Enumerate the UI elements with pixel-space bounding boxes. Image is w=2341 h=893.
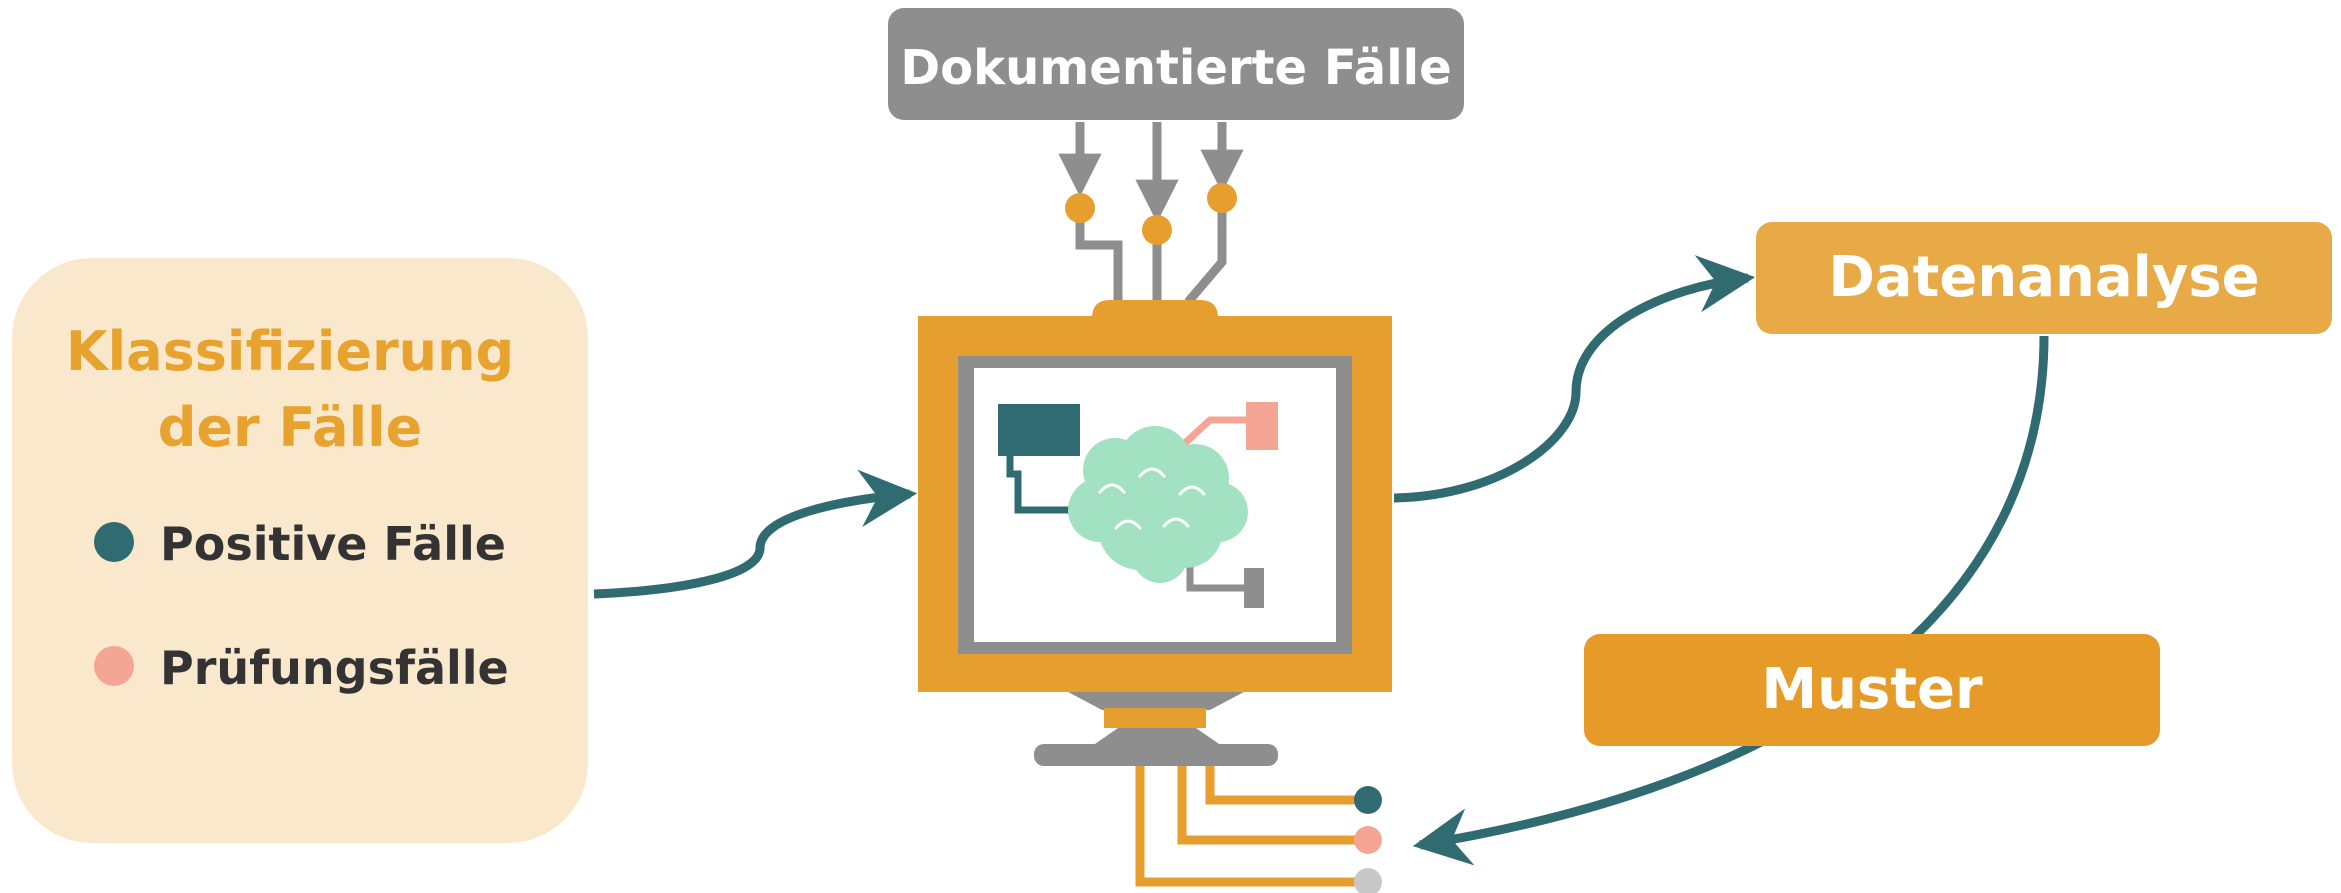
data-analysis-box: Datenanalyse [1756,222,2332,334]
data-analysis-label: Datenanalyse [1828,245,2259,310]
output-node-gray [1354,868,1382,893]
documented-cases-box: Dokumentierte Fälle [888,8,1464,120]
screen-gray-block [1244,568,1264,608]
input-wire-left [1075,208,1123,302]
input-node-right [1207,183,1237,213]
classification-title-line1: Klassifizierung [66,320,514,383]
monitor-neck [1068,692,1244,710]
output-wire-salmon [1177,766,1366,845]
monitor-stand-column [1104,708,1206,728]
legend-dot-positive [94,522,134,562]
monitor-top-connector [1092,300,1218,318]
output-node-salmon [1354,826,1382,854]
monitor-base [1034,744,1278,766]
data-analysis-box-bg [1756,222,2332,334]
classification-panel-bg [12,258,588,843]
legend-label-positive: Positive Fälle [160,517,506,571]
brain-cloud-icon [998,402,1278,608]
screen-teal-wire [1006,456,1072,514]
input-node-middle [1142,215,1172,245]
cloud-arcs [1098,467,1206,530]
screen-salmon-wire [1181,416,1246,447]
screen-teal-block [998,404,1080,456]
input-node-left [1065,193,1095,223]
output-wires [1135,766,1366,887]
legend-label-review: Prüfungsfälle [160,641,509,695]
pattern-label: Muster [1761,657,1983,722]
input-wire-right [1184,198,1227,305]
screen-salmon-block [1246,402,1278,450]
output-wire-teal [1205,766,1366,805]
legend-dot-review [94,646,134,686]
arrow-monitor-to-analysis [1393,255,1756,503]
output-node-teal [1354,786,1382,814]
monitor-stand-taper [1092,728,1222,746]
pattern-box-bg [1584,634,2160,746]
cloud-shape [1068,426,1248,583]
output-wire-gray [1135,766,1366,887]
documented-cases-label: Dokumentierte Fälle [900,40,1451,96]
pattern-box: Muster [1584,634,2160,746]
arrow-classification-to-monitor [593,469,918,599]
input-nodes [1065,183,1237,245]
arrow-analysis-to-output [1412,335,2049,866]
classification-title-line2: der Fälle [158,396,423,459]
classification-panel: Klassifizierung der Fälle Positive Fälle… [12,258,588,843]
documented-cases-box-bg [888,8,1464,120]
input-connectors [1058,122,1244,305]
